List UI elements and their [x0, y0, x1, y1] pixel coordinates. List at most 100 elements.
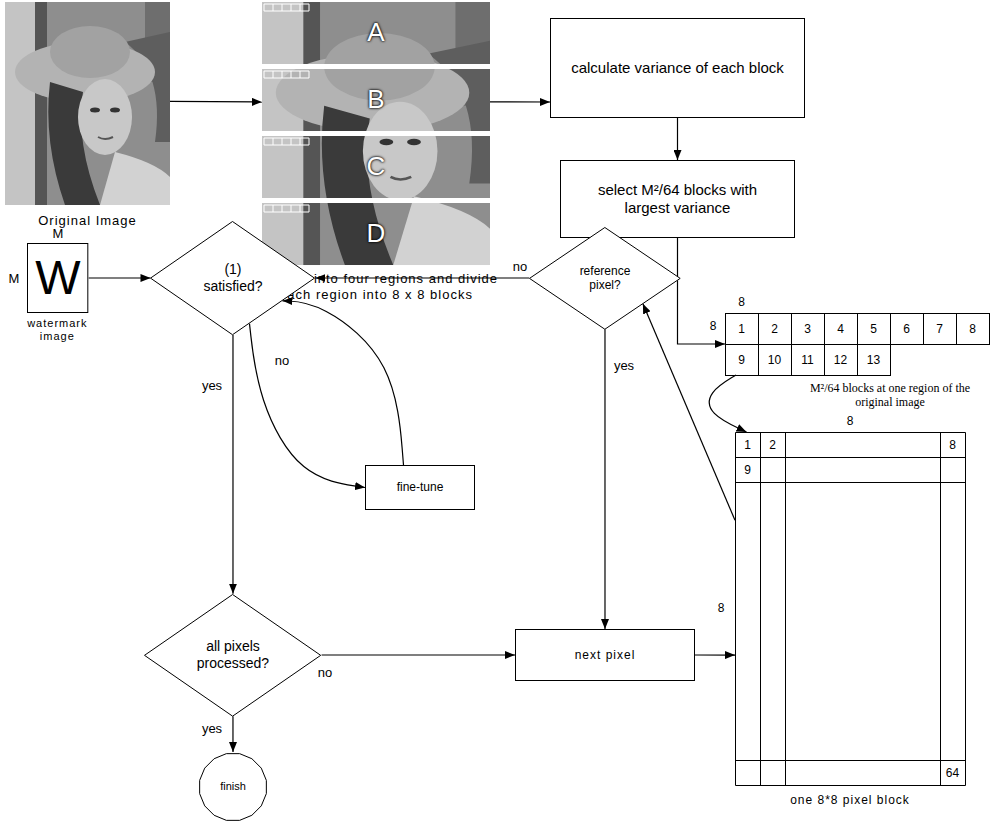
flow-arrow: [322, 654, 515, 655]
text-area: (1) satisfied?: [150, 221, 315, 335]
box-outline: [551, 19, 805, 118]
callout-number: 11: [801, 354, 813, 366]
process-box: fine-tune: [365, 465, 475, 510]
edge-label: no: [511, 260, 529, 273]
callout-number: 7: [936, 323, 943, 335]
block-strip: [264, 4, 309, 212]
original-image: [5, 2, 170, 205]
callout-number: 8: [710, 320, 717, 332]
flow-arrow: [89, 277, 151, 278]
diamond-outline: [530, 227, 681, 329]
process-box: next pixel: [515, 629, 695, 681]
node-label: calculate variance of each block: [571, 59, 784, 77]
region-band: C: [262, 136, 490, 198]
image-panel: Original Image: [5, 2, 170, 205]
callout-number: 5: [870, 323, 877, 335]
process-box: calculate variance of each block: [550, 18, 805, 118]
callout-number: 8: [718, 602, 725, 614]
node-label: D: [367, 218, 386, 249]
flow-arrow: [678, 238, 726, 344]
terminal-outline: [200, 754, 267, 821]
flow-arrow: [232, 716, 233, 752]
text-area: B: [262, 69, 490, 131]
callout-number: 8: [738, 296, 745, 308]
callout-number: 8: [949, 439, 956, 451]
node-label: (1) satisfied?: [195, 261, 270, 295]
pixel-grid-lines: [735, 432, 966, 786]
edge-label: yes: [612, 359, 636, 372]
text-area: A: [262, 2, 490, 64]
diamond-outline: [151, 221, 315, 334]
node-label: C: [367, 151, 386, 182]
flow-arrow: [490, 101, 550, 102]
box-outline: [561, 161, 795, 238]
callout-number: 12: [834, 354, 847, 366]
node-label: B: [367, 84, 384, 115]
node-label: W: [35, 249, 80, 307]
box-outline: [366, 466, 475, 510]
callout-number: 2: [769, 439, 776, 451]
caption: watermark image: [12, 317, 102, 343]
node-label: all pixels processed?: [190, 638, 275, 672]
node-label: next pixel: [575, 648, 636, 662]
flow-arrow: [232, 335, 233, 594]
region-band: D: [262, 203, 490, 265]
flow-arrow: [249, 324, 365, 488]
node-outline: [5, 2, 170, 205]
node-outline: [735, 432, 965, 785]
node-outline: [725, 313, 989, 375]
callout-number: 6: [903, 323, 910, 335]
flow-arrow: [695, 654, 735, 655]
edge-label: no: [316, 666, 334, 679]
node-label: select M²/64 blocks with largest varianc…: [590, 181, 765, 217]
region-band: A: [262, 2, 490, 64]
callout-number: 10: [768, 354, 781, 366]
callout-number: M: [53, 227, 64, 240]
callout-number: 8: [969, 323, 976, 335]
decision-diamond: all pixels processed?: [144, 594, 321, 717]
callout-number: 2: [771, 323, 778, 335]
text-area: D: [262, 203, 490, 265]
text-area: C: [262, 136, 490, 198]
text-area: [735, 432, 965, 785]
text-area: reference pixel?: [529, 227, 681, 330]
flow-arrow: [170, 101, 262, 103]
text-area: [5, 2, 170, 205]
text-area: fine-tune: [365, 465, 475, 510]
region-band: B: [262, 69, 490, 131]
callout-number: 9: [738, 354, 745, 366]
diamond-outline: [145, 594, 321, 716]
region-gap: [262, 64, 490, 69]
callout-number: 64: [946, 767, 959, 779]
callout-number: 4: [837, 323, 844, 335]
process-box: select M²/64 blocks with largest varianc…: [560, 160, 795, 238]
region-gap: [262, 198, 490, 203]
flow-arrow: [604, 329, 605, 629]
caption: Original Image: [5, 213, 170, 229]
callout-number: 13: [867, 354, 880, 366]
caption: M²/64 blocks at one region of the origin…: [795, 381, 985, 410]
region-gap: [262, 131, 490, 136]
text-area: select M²/64 blocks with largest varianc…: [560, 160, 795, 238]
callout-number: 3: [804, 323, 811, 335]
edge-label: yes: [200, 379, 224, 392]
callout-number: 1: [744, 439, 751, 451]
flow-arrow: [282, 301, 403, 465]
image-panel: partition into four regions and divide e…: [262, 2, 490, 265]
flow-arrow: [709, 375, 746, 432]
box-outline: [516, 630, 695, 681]
node-label: A: [367, 17, 384, 48]
caption: one 8*8 pixel block: [725, 793, 975, 807]
text-area: finish: [198, 752, 268, 822]
callout-number: 8: [847, 415, 854, 427]
callout-number: M: [9, 272, 20, 285]
decision-diamond: reference pixel?: [529, 227, 681, 330]
terminal-shape: finish: [198, 752, 268, 822]
text-area: next pixel: [515, 629, 695, 681]
box-outline: [28, 244, 88, 313]
decision-diamond: (1) satisfied?: [150, 221, 315, 335]
pixel-block-grid: one 8*8 pixel block: [735, 432, 965, 785]
